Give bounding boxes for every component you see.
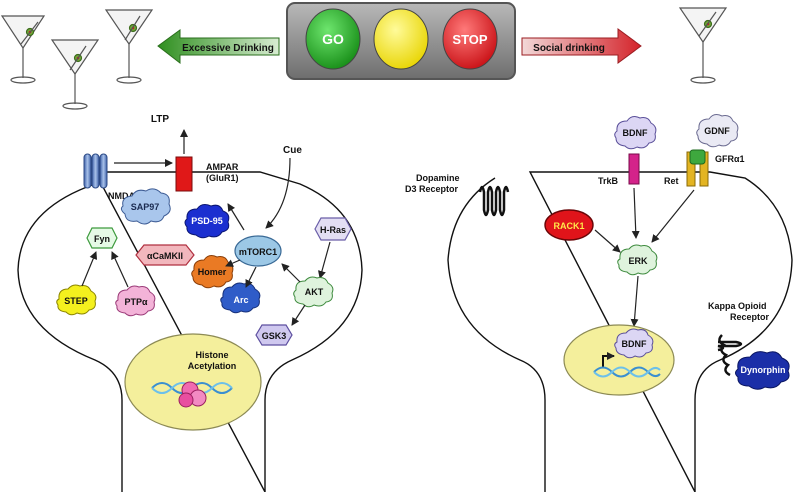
step-cloud: STEP: [56, 284, 97, 316]
gdnf-label: GDNF: [704, 126, 730, 136]
akt-cloud: AKT: [293, 276, 334, 308]
sap97-label: SAP97: [131, 202, 160, 212]
ret-to-erk-arrow: [651, 189, 695, 243]
psd95-cloud: PSD-95: [184, 204, 230, 239]
camkii-node: αCaMKII: [135, 244, 195, 266]
hras-node: H-Ras: [314, 217, 352, 241]
arc-cloud: Arc: [220, 282, 261, 314]
dynorphin-cloud: Dynorphin: [735, 351, 790, 390]
fyn-label: Fyn: [94, 234, 110, 244]
dynorphin-label: Dynorphin: [741, 365, 786, 375]
fyn-node: Fyn: [86, 227, 118, 249]
trkb-to-erk-arrow: [631, 187, 640, 239]
excessive-drinking-label: Excessive Drinking: [182, 43, 274, 54]
akt-label: AKT: [305, 287, 324, 297]
cue-to-mtorc1-arrow: [265, 157, 291, 229]
rack1-node: RACK1: [544, 209, 594, 241]
martini-glass-icon: [50, 39, 100, 110]
akt-to-mtorc1-arrow: [281, 263, 301, 283]
stop-label: STOP: [452, 32, 487, 47]
ptpa-to-fyn-arrow: [111, 251, 129, 288]
left-neuron: [17, 171, 363, 492]
go-label: GO: [322, 31, 344, 47]
erk-cloud: ERK: [617, 244, 658, 276]
ampar-label-sub: (GluR1): [206, 173, 239, 183]
excessive-drinking-arrow: Excessive Drinking: [157, 29, 280, 65]
ptpa-cloud: PTPα: [115, 285, 156, 317]
histone-label: Histone: [195, 350, 228, 360]
ampar-label: AMPAR: [206, 162, 239, 172]
trkb-label: TrkB: [598, 176, 619, 186]
kappa-label: Kappa Opioid: [708, 301, 767, 311]
bdnf-top-cloud: BDNF: [614, 116, 657, 150]
mtorc1-label: mTORC1: [239, 247, 277, 257]
gsk3-label: GSK3: [262, 331, 287, 341]
erk-label: ERK: [628, 256, 648, 266]
nmdar-receptor: [83, 153, 108, 189]
go-light: [305, 8, 361, 70]
social-drinking-label: Social drinking: [533, 43, 605, 54]
ret-receptor: [686, 149, 709, 187]
transcription-arrow-icon: [602, 352, 615, 368]
ptpa-label: PTPα: [124, 297, 148, 307]
ret-label: Ret: [664, 176, 679, 186]
bdnf-nucleus-label: BDNF: [622, 339, 647, 349]
mtorc1-node: mTORC1: [234, 235, 282, 267]
yellow-light: [373, 8, 429, 70]
traffic-light: GO STOP: [286, 2, 516, 80]
cue-label: Cue: [283, 145, 302, 156]
akt-to-gsk3-arrow: [291, 304, 306, 326]
trkb-receptor: [628, 153, 640, 185]
social-drinking-arrow: Social drinking: [521, 28, 642, 64]
rack1-label: RACK1: [553, 221, 584, 231]
step-to-fyn-arrow: [81, 251, 98, 287]
right-neuron-outline: [447, 171, 793, 492]
nmdar-label: NMDAR: [108, 191, 142, 201]
psd95-label: PSD-95: [191, 216, 223, 226]
hras-to-akt-arrow: [318, 241, 331, 279]
right-neuron: [447, 171, 793, 492]
sap97-cloud: SAP97: [120, 188, 171, 225]
mtorc1-to-arc-arrow: [245, 266, 257, 288]
martini-glass-icon: [678, 7, 728, 84]
rack1-to-erk-arrow: [594, 229, 621, 253]
homer-cloud: Homer: [191, 255, 234, 289]
camkii-label: αCaMKII: [147, 251, 183, 261]
ltp-label: LTP: [151, 114, 169, 125]
d3-label-sub: D3 Receptor: [405, 184, 459, 194]
acetylation-label: Acetylation: [188, 361, 237, 371]
erk-to-bdnf-arrow: [630, 275, 639, 327]
gfra1-label: GFRα1: [715, 154, 745, 164]
right-nucleus: BDNF: [563, 324, 675, 396]
mtorc1-to-ampar-arrow: [227, 203, 245, 231]
gsk3-node: GSK3: [255, 324, 293, 346]
ampar-receptor: [175, 156, 193, 192]
arc-label: Arc: [233, 295, 248, 305]
d3-receptor-icon: [478, 185, 510, 217]
gdnf-cloud: GDNF: [696, 114, 739, 148]
bdnf-top-label: BDNF: [623, 128, 648, 138]
left-neuron-outline: [17, 171, 363, 492]
stop-light: [442, 8, 498, 70]
step-label: STEP: [64, 296, 88, 306]
martini-glass-icon: [0, 15, 46, 84]
left-nucleus: Histone Acetylation: [124, 333, 262, 431]
bdnf-nucleus-cloud: BDNF: [614, 328, 654, 359]
hras-label: H-Ras: [320, 225, 346, 235]
dna-helix-icon: [593, 366, 661, 378]
histone-cloud: [178, 381, 207, 408]
mtorc1-to-homer-arrow: [225, 259, 241, 267]
homer-label: Homer: [198, 267, 227, 277]
kappa-receptor-icon: [717, 334, 743, 377]
kappa-label-sub: Receptor: [730, 312, 770, 322]
martini-glass-icon: [104, 9, 154, 84]
d3-label: Dopamine: [416, 173, 460, 183]
